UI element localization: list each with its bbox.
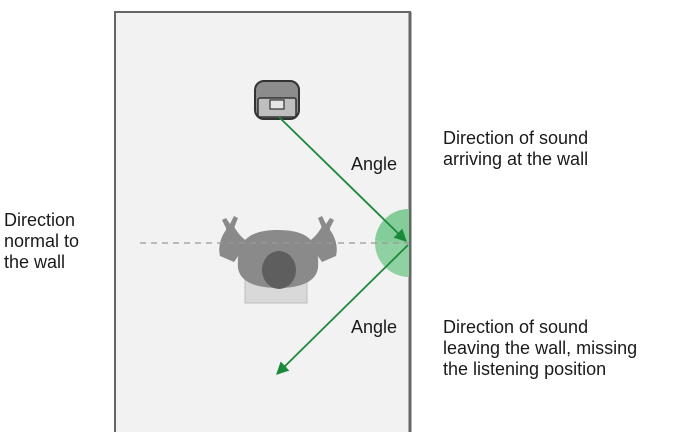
listener-head (262, 251, 296, 289)
arriving-direction-label: Direction of sound arriving at the wall (443, 128, 589, 169)
angle-label-incoming: Angle (351, 154, 398, 174)
normal-direction-label: Direction normal to the wall (4, 210, 80, 272)
reflected-sound-ray (276, 244, 409, 375)
listener-figure-icon (219, 216, 337, 289)
leaving-direction-label: Direction of sound leaving the wall, mis… (443, 317, 638, 379)
speaker-icon (254, 80, 300, 120)
room-floor (114, 12, 411, 432)
angle-label-reflected: Angle (351, 317, 398, 337)
incoming-sound-ray (278, 116, 407, 242)
